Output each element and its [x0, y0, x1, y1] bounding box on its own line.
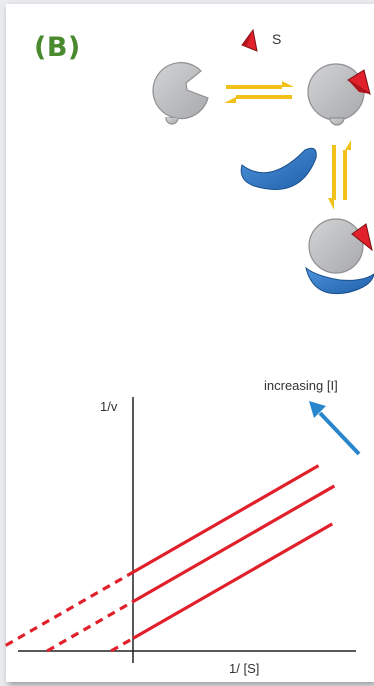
series-1-line — [132, 522, 334, 640]
mechanism-diagram: S — [152, 28, 374, 294]
free-inhibitor — [240, 147, 317, 190]
panel-label: (B) — [34, 32, 81, 63]
series-2-line — [132, 484, 336, 604]
series-3-extrapolation — [5, 570, 134, 647]
y-axis-label: 1/v — [100, 399, 118, 414]
increasing-inhibitor-annotation: increasing [I] — [264, 378, 338, 393]
equilibrium-arrow-es — [224, 81, 294, 103]
substrate-label: S — [272, 31, 281, 47]
x-axis-label: 1/ [S] — [229, 661, 259, 676]
increasing-inhibitor-arrow — [309, 401, 361, 456]
enzyme-substrate-inhibitor-complex — [305, 218, 374, 294]
series-2-extrapolation — [46, 600, 134, 653]
enzyme-substrate-complex — [307, 63, 371, 126]
equilibrium-arrow-esi — [328, 140, 351, 210]
free-substrate — [241, 28, 258, 52]
series-1-extrapolation — [110, 637, 134, 653]
lineweaver-burk-plot: 1/v 1/ [S] increasing [I] — [5, 378, 361, 676]
series-3-line — [132, 464, 320, 574]
free-enzyme — [152, 62, 209, 125]
series-layer — [5, 464, 336, 653]
